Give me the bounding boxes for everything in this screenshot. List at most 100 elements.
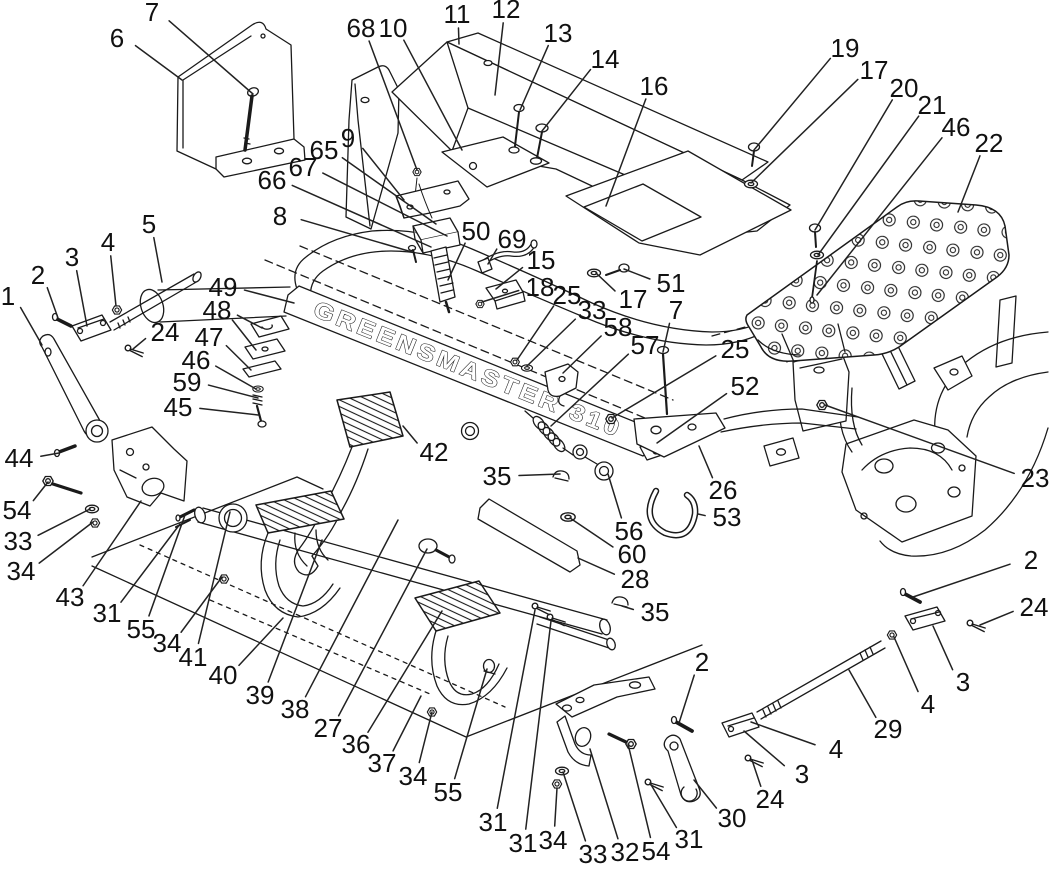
part-number-56: 56 — [615, 516, 644, 546]
part-number-4: 4 — [829, 734, 843, 764]
part-number-33: 33 — [578, 295, 607, 325]
callout-leader-7 — [168, 20, 254, 95]
callout-leader-60 — [569, 517, 614, 548]
part-number-35: 35 — [641, 597, 670, 627]
part-number-31: 31 — [479, 807, 508, 837]
callout-leader-3 — [75, 269, 88, 327]
callout-leader-24 — [132, 337, 147, 350]
callout-leader-58 — [562, 335, 602, 374]
callout-leader-36 — [367, 610, 443, 733]
callout-leader-17 — [595, 272, 616, 292]
callout-leader-43 — [82, 500, 142, 587]
part-number-43: 43 — [56, 582, 85, 612]
callout-leader-53 — [697, 513, 706, 517]
callout-leader-19 — [753, 57, 832, 151]
part-number-4: 4 — [101, 227, 115, 257]
callout-leader-24 — [751, 759, 762, 788]
callout-leader-31 — [649, 782, 678, 829]
callout-leader-69 — [487, 248, 498, 265]
part-number-40: 40 — [209, 660, 238, 690]
washer-33 — [84, 504, 100, 514]
part-number-55: 55 — [127, 614, 156, 644]
callout-leader-2 — [912, 563, 1011, 598]
callout-leader-7 — [662, 322, 671, 353]
callout-leader-14 — [541, 68, 592, 132]
part-number-24: 24 — [151, 317, 180, 347]
part-number-39: 39 — [246, 680, 275, 710]
part-number-19: 19 — [831, 33, 860, 63]
part-number-47: 47 — [195, 322, 224, 352]
part-number-52: 52 — [731, 371, 760, 401]
part-number-34: 34 — [539, 825, 568, 855]
callout-leader-22 — [957, 155, 981, 213]
guard-50 — [430, 246, 456, 303]
nut-34 — [551, 779, 563, 789]
part-number-54: 54 — [3, 495, 32, 525]
part-number-66: 66 — [258, 165, 287, 195]
callout-leader-48 — [231, 319, 257, 351]
part-number-5: 5 — [142, 209, 156, 239]
callout-leader-31 — [525, 620, 552, 830]
plug-55 — [482, 658, 496, 674]
callout-leader-26 — [698, 445, 714, 479]
pedal-pad — [414, 580, 501, 632]
part-number-51: 51 — [657, 268, 686, 298]
part-number-3: 3 — [795, 759, 809, 789]
callout-leader-12 — [494, 22, 504, 96]
part-number-67: 67 — [289, 152, 318, 182]
rod-5 — [109, 273, 199, 331]
callout-leader-35 — [621, 605, 635, 611]
callout-leader-24 — [979, 610, 1014, 626]
part-number-50: 50 — [462, 216, 491, 246]
part-number-13: 13 — [544, 18, 573, 48]
washer-17 — [743, 179, 759, 189]
cotter-24 — [124, 344, 144, 358]
callout-leader-47 — [225, 344, 252, 371]
bracket-58 — [544, 363, 579, 398]
callout-leader-55 — [453, 668, 488, 780]
cotter-24 — [966, 619, 986, 633]
part-number-46: 46 — [182, 345, 211, 375]
washer-21 — [809, 250, 825, 260]
part-number-9: 9 — [341, 123, 355, 153]
clamp-48 — [250, 315, 290, 338]
part-number-4: 4 — [921, 689, 935, 719]
callout-leader-29 — [848, 669, 877, 719]
callout-leader-44 — [40, 452, 60, 458]
callout-leader-54 — [32, 481, 49, 502]
part-number-25: 25 — [553, 280, 582, 310]
part-number-34: 34 — [7, 556, 36, 586]
part-number-20: 20 — [890, 73, 919, 103]
callout-leader-5 — [153, 236, 163, 283]
part-number-65: 65 — [310, 135, 339, 165]
part-number-22: 22 — [975, 128, 1004, 158]
pedal-pad-42 — [336, 391, 404, 448]
clevis-3 — [721, 712, 760, 738]
washer-46 — [252, 385, 264, 393]
callout-leader-3 — [932, 625, 954, 671]
part-number-53: 53 — [713, 502, 742, 532]
callout-leader-6 — [134, 44, 183, 81]
part-number-41: 41 — [179, 642, 208, 672]
floor-panels — [345, 32, 792, 256]
platform-22 — [745, 200, 1010, 362]
clip-35 — [611, 596, 629, 608]
callout-leader-55 — [148, 514, 186, 617]
callout-leader-45 — [199, 407, 259, 416]
part-number-57: 57 — [631, 330, 660, 360]
part-number-69: 69 — [498, 224, 527, 254]
callout-leader-16 — [605, 98, 647, 207]
cross-shaft — [197, 507, 608, 635]
part-number-18: 18 — [526, 272, 555, 302]
callout-leader-31 — [120, 523, 181, 603]
callout-leader-52 — [656, 392, 728, 444]
callout-leader-34 — [180, 576, 223, 633]
callout-leader-10 — [403, 39, 463, 151]
callout-leader-67 — [322, 172, 448, 237]
callout-leader-11 — [457, 27, 460, 45]
callout-leader-31 — [496, 609, 536, 810]
bar-28 — [477, 498, 581, 573]
part-number-7: 7 — [669, 295, 683, 325]
